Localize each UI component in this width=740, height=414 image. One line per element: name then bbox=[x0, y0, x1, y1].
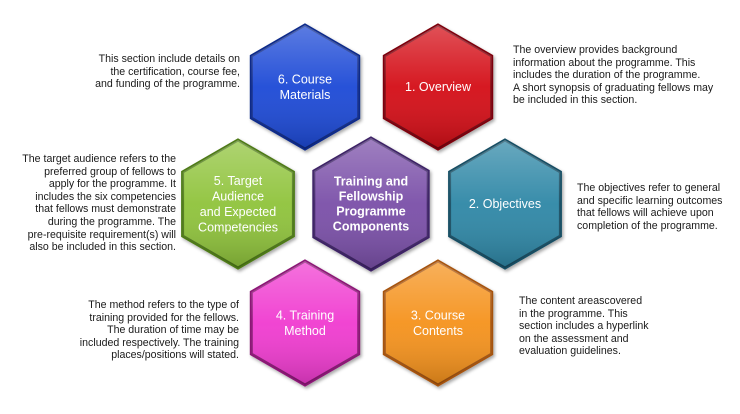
description-line: section includes a hyperlink bbox=[519, 320, 649, 333]
hexagon-label-line: Contents bbox=[413, 324, 463, 338]
description-line: evaluation guidelines. bbox=[519, 345, 621, 358]
description-line: preferred group of fellows to bbox=[44, 165, 176, 178]
description-line: information about the programme. This bbox=[513, 56, 696, 69]
hexagon-gloss-objectives bbox=[449, 140, 561, 268]
description-line: be included in this section. bbox=[513, 94, 638, 107]
description-line: that fellows must demonstrate bbox=[35, 203, 176, 216]
description-line: completion of the programme. bbox=[577, 219, 718, 232]
hexagon-label-line: 5. Target bbox=[214, 174, 263, 188]
hexagon-objectives: 2. Objectives bbox=[448, 138, 562, 270]
description-line: apply for the programme. It bbox=[48, 178, 176, 191]
hexagon-label-line: Materials bbox=[280, 88, 331, 102]
hexagon-label-line: Method bbox=[284, 324, 326, 338]
description-line: The content areascovered bbox=[519, 295, 643, 307]
hexagon-label-line: 1. Overview bbox=[405, 80, 472, 94]
description-line: included respectively. The training bbox=[79, 336, 239, 349]
description-line: A short synopsis of graduating fellows m… bbox=[513, 81, 714, 94]
hexagon-label-overview: 1. Overview bbox=[405, 80, 472, 94]
description-line: places/positions will stated. bbox=[111, 349, 239, 362]
description-line: the certification, course fee, bbox=[110, 65, 240, 78]
description-line: includes the duration of the programme. bbox=[513, 69, 701, 82]
hexagon-gloss-center bbox=[313, 138, 429, 270]
description-line: during the programme. The bbox=[47, 215, 176, 228]
description-line: and specific learning outcomes bbox=[577, 194, 723, 207]
hexagon-overview: 1. Overview bbox=[382, 23, 494, 151]
description-line: also be included in this section. bbox=[29, 241, 176, 254]
hexagon-label-line: 3. Course bbox=[411, 308, 465, 322]
hexagon-gloss-contents bbox=[384, 261, 492, 385]
description-line: training provided for the fellows. bbox=[89, 311, 239, 324]
description-line: on the assessment and bbox=[519, 332, 629, 345]
hexagon-label-line: and Expected bbox=[200, 205, 276, 219]
hexagon-label-line: 6. Course bbox=[278, 72, 332, 86]
description-line: The objectives refer to general bbox=[577, 182, 721, 194]
description-line: The overview provides background bbox=[513, 44, 678, 56]
hexagon-label-line: 4. Training bbox=[276, 308, 334, 322]
description-line: that fellows will achieve upon bbox=[577, 207, 714, 220]
hexagon-label-line: Training and bbox=[334, 175, 408, 189]
hexagon-label-line: Programme bbox=[336, 205, 406, 219]
description-line: pre-requisite requirement(s) will bbox=[27, 228, 176, 241]
hexagon-label-objectives: 2. Objectives bbox=[469, 197, 541, 211]
description-line: The duration of time may be bbox=[107, 324, 239, 337]
hexagon-gloss-overview bbox=[384, 25, 492, 149]
description-line: in the programme. This bbox=[519, 307, 628, 320]
hexagon-gloss-method bbox=[251, 261, 359, 385]
hexagon-label-line: Competencies bbox=[198, 220, 278, 234]
hexagon-gloss-materials bbox=[251, 25, 359, 149]
hexagon-gloss-audience bbox=[182, 140, 294, 268]
hexagon-label-line: 2. Objectives bbox=[469, 197, 541, 211]
description-line: The method refers to the type of bbox=[88, 299, 239, 311]
hexagon-label-line: Audience bbox=[212, 189, 264, 203]
hexagon-label-line: Components bbox=[333, 220, 409, 234]
description-line: includes the six competencies bbox=[35, 190, 176, 203]
description-line: and funding of the programme. bbox=[95, 78, 240, 91]
hexagon-label-line: Fellowship bbox=[339, 190, 404, 204]
description-line: This section include details on bbox=[98, 53, 240, 65]
description-line: The target audience refers to the bbox=[22, 153, 176, 165]
